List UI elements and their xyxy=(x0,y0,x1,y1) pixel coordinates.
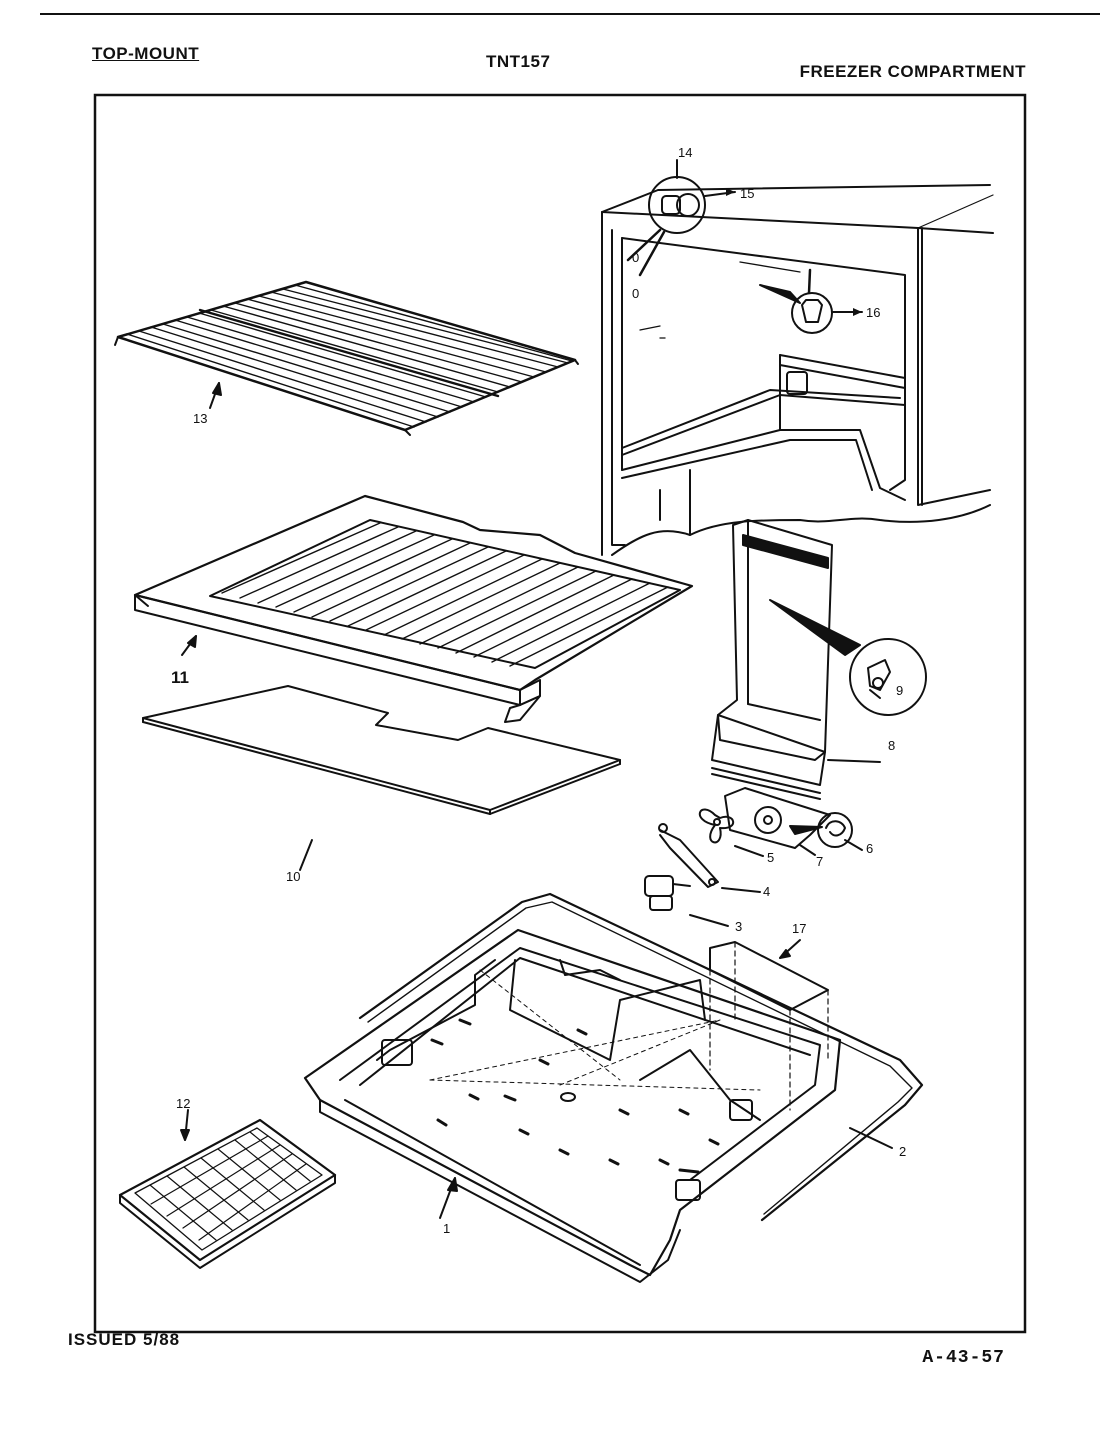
leader-3 xyxy=(689,914,729,927)
arrow-13 xyxy=(212,382,222,396)
callout-0-lower: 0 xyxy=(632,286,639,301)
leader-10 xyxy=(299,839,313,871)
thermostat-knob-detail xyxy=(759,268,833,334)
header-model-type: TOP-MOUNT xyxy=(92,44,200,63)
callout-12: 12 xyxy=(176,1096,190,1111)
page-code: A-43-57 xyxy=(922,1348,1005,1368)
freezer-liner-part xyxy=(303,928,842,1283)
callout-1: 1 xyxy=(443,1221,450,1236)
header-section-title: FREEZER COMPARTMENT xyxy=(799,62,1026,81)
callout-15: 15 xyxy=(740,186,754,201)
arrow-1 xyxy=(447,1177,458,1192)
leader-5 xyxy=(734,845,764,857)
light-socket-detail xyxy=(626,176,706,277)
callout-14: 14 xyxy=(678,145,692,160)
leader-2 xyxy=(849,1127,893,1149)
callout-2: 2 xyxy=(899,1144,906,1159)
callout-0-upper: 0 xyxy=(632,250,639,265)
ice-tray-part xyxy=(118,1118,337,1269)
leader-7 xyxy=(799,844,816,856)
freezer-cabinet-part xyxy=(601,184,994,556)
leader-4 xyxy=(721,887,761,893)
arrow-11 xyxy=(187,635,197,648)
callout-5: 5 xyxy=(767,850,774,865)
fan-blade-part xyxy=(698,808,735,844)
callout-11: 11 xyxy=(171,668,189,687)
callout-4: 4 xyxy=(763,884,770,899)
shelf-glass-part xyxy=(142,685,621,815)
callout-8: 8 xyxy=(888,738,895,753)
leader-6 xyxy=(844,839,863,851)
ice-tray-cells xyxy=(149,1131,311,1241)
diffuser-block-part xyxy=(709,941,829,1111)
callout-10: 10 xyxy=(286,869,300,884)
callout-9: 9 xyxy=(896,683,903,698)
callout-13: 13 xyxy=(193,411,207,426)
grommet-detail xyxy=(817,812,853,848)
fan-shroud-part xyxy=(724,787,831,849)
callout-3: 3 xyxy=(735,919,742,934)
header-model-number: TNT157 xyxy=(486,52,551,71)
air-duct-part xyxy=(711,519,861,800)
rail-part xyxy=(358,892,924,1222)
callout-6: 6 xyxy=(866,841,873,856)
callout-7: 7 xyxy=(816,854,823,869)
shelf-frame-part xyxy=(133,494,694,723)
motor-bracket-part xyxy=(658,823,719,888)
callout-17: 17 xyxy=(792,921,806,936)
wire-shelf-part xyxy=(114,280,579,436)
leader-8 xyxy=(827,759,881,763)
arrow-12 xyxy=(180,1129,190,1141)
callout-16: 16 xyxy=(866,305,880,320)
issued-date: ISSUED 5/88 xyxy=(68,1330,181,1349)
clip-detail xyxy=(849,638,927,716)
fan-motor-part xyxy=(644,875,691,911)
drawing-border xyxy=(93,93,1027,1334)
